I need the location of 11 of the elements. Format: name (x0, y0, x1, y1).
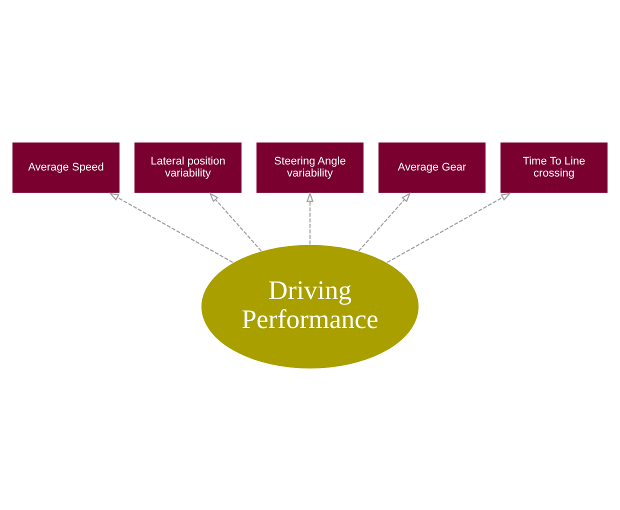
arrow (386, 192, 512, 262)
node-ellipse: Driving Performance (200, 244, 420, 369)
node-box: Lateral position variability (134, 141, 242, 194)
arrow (209, 192, 262, 251)
node-box: Average Speed (12, 141, 120, 194)
node-box: Steering Angle variability (256, 141, 364, 194)
node-box: Time To Line crossing (500, 141, 608, 194)
arrow (306, 191, 314, 244)
arrow (108, 192, 234, 262)
arrow (358, 192, 411, 251)
node-box: Average Gear (378, 141, 486, 194)
